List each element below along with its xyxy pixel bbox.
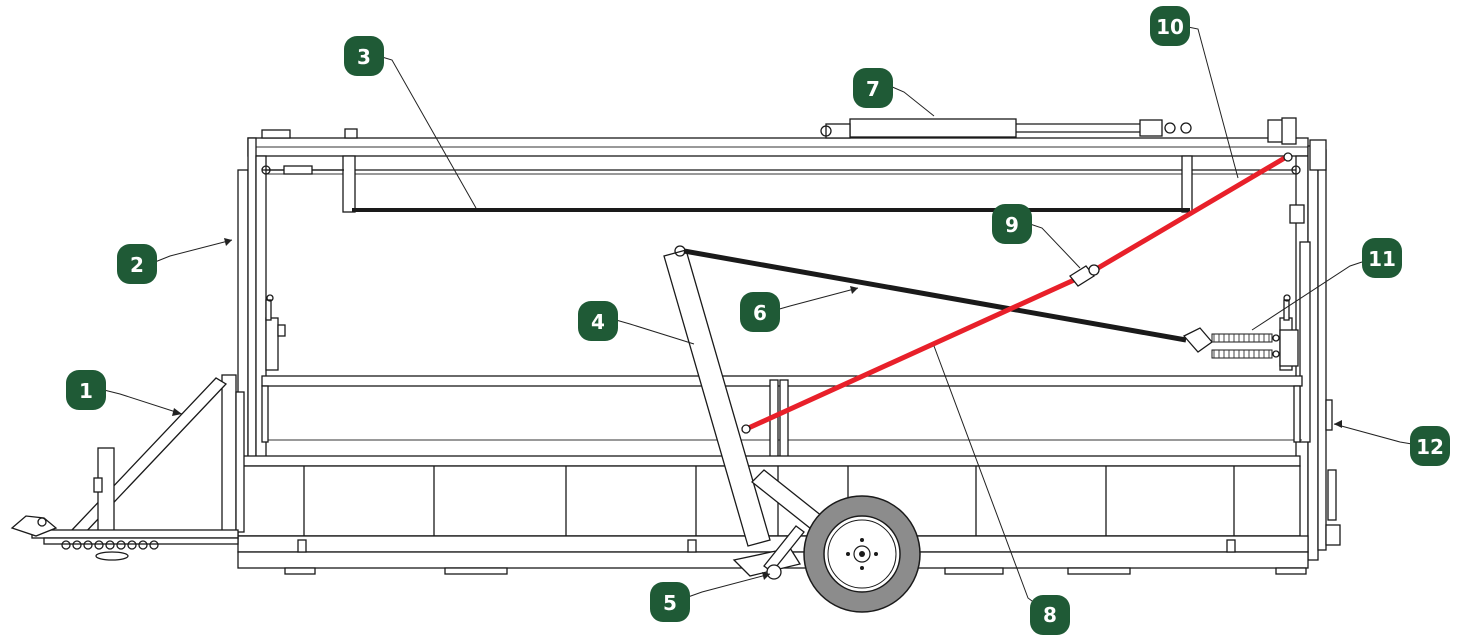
leader-lines: [103, 26, 1413, 605]
callout-8: 8: [1030, 595, 1070, 635]
rod-coupler: [1069, 264, 1100, 287]
callout-10: 10: [1150, 6, 1190, 46]
callout-2: 2: [117, 244, 157, 284]
callout-10-label: 10: [1156, 15, 1184, 39]
hitch-drawbar: [10, 374, 245, 561]
callout-4-label: 4: [591, 310, 605, 334]
return-springs: [1211, 329, 1299, 367]
callout-9: 9: [992, 204, 1032, 244]
callout-1-label: 1: [79, 379, 93, 403]
callout-9-label: 9: [1005, 213, 1019, 237]
callout-12: 12: [1410, 426, 1450, 466]
callout-7: 7: [853, 68, 893, 108]
callout-7-label: 7: [866, 77, 880, 101]
callout-11-label: 11: [1368, 247, 1396, 271]
callout-12-label: 12: [1416, 435, 1444, 459]
callout-5: 5: [650, 582, 690, 622]
callout-3: 3: [344, 36, 384, 76]
red-control-rod: [741, 152, 1293, 434]
callout-2-label: 2: [130, 253, 144, 277]
curtain-rod: [261, 165, 1301, 212]
callout-3-label: 3: [357, 45, 371, 69]
safety-chain: [61, 540, 159, 550]
wheel: [803, 495, 921, 613]
callout-6: 6: [740, 292, 780, 332]
callout-8-label: 8: [1043, 603, 1057, 627]
callout-1: 1: [66, 370, 106, 410]
callout-6-label: 6: [753, 301, 767, 325]
top-cylinder: [820, 118, 1192, 139]
handle-lock: [732, 525, 805, 580]
callout-11: 11: [1362, 238, 1402, 278]
callout-5-label: 5: [663, 591, 677, 615]
callout-4: 4: [578, 301, 618, 341]
